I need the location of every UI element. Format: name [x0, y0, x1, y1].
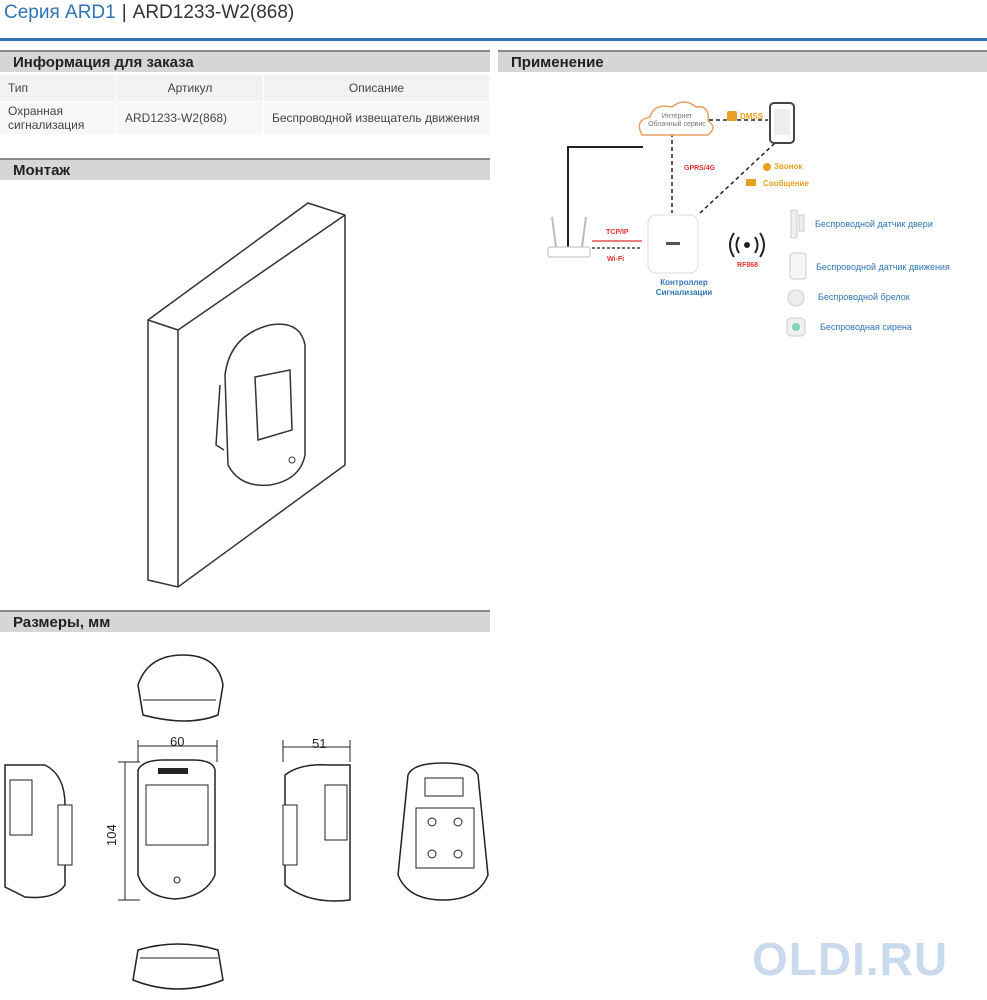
cloud-icon [638, 101, 714, 136]
door-sensor-magnet [798, 214, 805, 232]
mounting-section-header: Монтаж [0, 158, 490, 180]
back-view-screw-3 [427, 849, 437, 859]
motion-sensor-icon [789, 252, 807, 280]
detector-lens [254, 369, 293, 441]
call-label: Звонок [774, 162, 803, 171]
siren-light [792, 323, 800, 331]
rf-label: RF868 [737, 262, 759, 269]
router-icon [547, 246, 591, 258]
column-header-article: Артикул [116, 75, 264, 102]
bottom-view [132, 943, 224, 990]
table-header-row: Тип Артикул Описание [0, 75, 490, 102]
title-separator: | [121, 2, 127, 23]
router-antenna-right [581, 216, 587, 248]
dimensions-section-header: Размеры, мм [0, 610, 490, 632]
router-cloud-line [567, 146, 643, 250]
rf-signal-icon [744, 242, 750, 248]
detector-led [288, 456, 296, 464]
controller-phone-line [699, 142, 776, 214]
column-header-description: Описание [263, 75, 490, 102]
left-side-view-lens [9, 779, 33, 836]
detector-bracket [215, 384, 225, 451]
left-side-view-bracket [57, 804, 73, 866]
cell-description: Беспроводной извещатель движения [263, 101, 490, 134]
series-name: Серия ARD1 [4, 2, 116, 23]
tcpip-label: TCP/IP [606, 229, 629, 236]
back-view-slot [424, 777, 464, 797]
application-section-header: Применение [498, 50, 987, 72]
controller-logo [666, 242, 680, 245]
front-view-lens [145, 784, 209, 846]
model-name: ARD1233-W2(868) [132, 2, 295, 23]
watermark-logo: OLDI.RU [752, 933, 949, 985]
wifi-label: Wi-Fi [607, 256, 625, 263]
message-label: Сообщение [763, 179, 809, 188]
application-diagram [547, 101, 807, 337]
right-side-view-bracket [282, 804, 298, 866]
router-antenna-left [551, 216, 557, 248]
dmss-icon [727, 111, 737, 121]
back-view-screw-2 [453, 817, 463, 827]
dimensions-drawing [4, 654, 489, 990]
cell-article: ARD1233-W2(868) [116, 101, 264, 134]
dmss-label: DMSS [740, 112, 764, 121]
page-title: Серия ARD1|ARD1233-W2(868) [4, 2, 294, 24]
device-label-keyfob: Беспроводной брелок [818, 292, 910, 302]
front-view-logo [158, 768, 188, 774]
keyfob-icon [787, 289, 805, 307]
controller-label-line2: Сигнализации [655, 288, 713, 297]
column-header-type: Тип [0, 75, 117, 102]
mounting-illustration [147, 202, 346, 588]
call-icon [763, 163, 771, 171]
dimension-height: 104 [104, 824, 119, 846]
ordering-section-header: Информация для заказа [0, 50, 490, 72]
cloud-label-line2: Облачный сервис [648, 121, 706, 128]
rf-waves [729, 232, 765, 258]
back-view-screw-1 [427, 817, 437, 827]
controller-label-line1: Контроллер [660, 278, 708, 287]
front-view-led [173, 876, 181, 884]
back-view-screw-4 [453, 849, 463, 859]
message-icon [746, 179, 756, 186]
gprs-label: GPRS/4G [684, 165, 716, 172]
phone-screen [774, 109, 790, 135]
cell-type-line2: сигнализация [8, 118, 85, 132]
top-view [137, 654, 224, 722]
cloud-label-line1: Интернет [661, 113, 693, 120]
dimension-depth: 51 [312, 736, 327, 751]
title-rule [0, 38, 987, 41]
device-label-siren: Беспроводная сирена [820, 322, 912, 332]
cell-type-line1: Охранная [8, 104, 63, 118]
dimension-width: 60 [170, 734, 185, 749]
back-view-plate [415, 807, 475, 869]
right-side-view-lens [324, 784, 348, 841]
door-sensor-icon [790, 209, 798, 239]
device-label-motion: Беспроводной датчик движения [816, 262, 950, 272]
device-label-door: Беспроводной датчик двери [815, 219, 933, 229]
